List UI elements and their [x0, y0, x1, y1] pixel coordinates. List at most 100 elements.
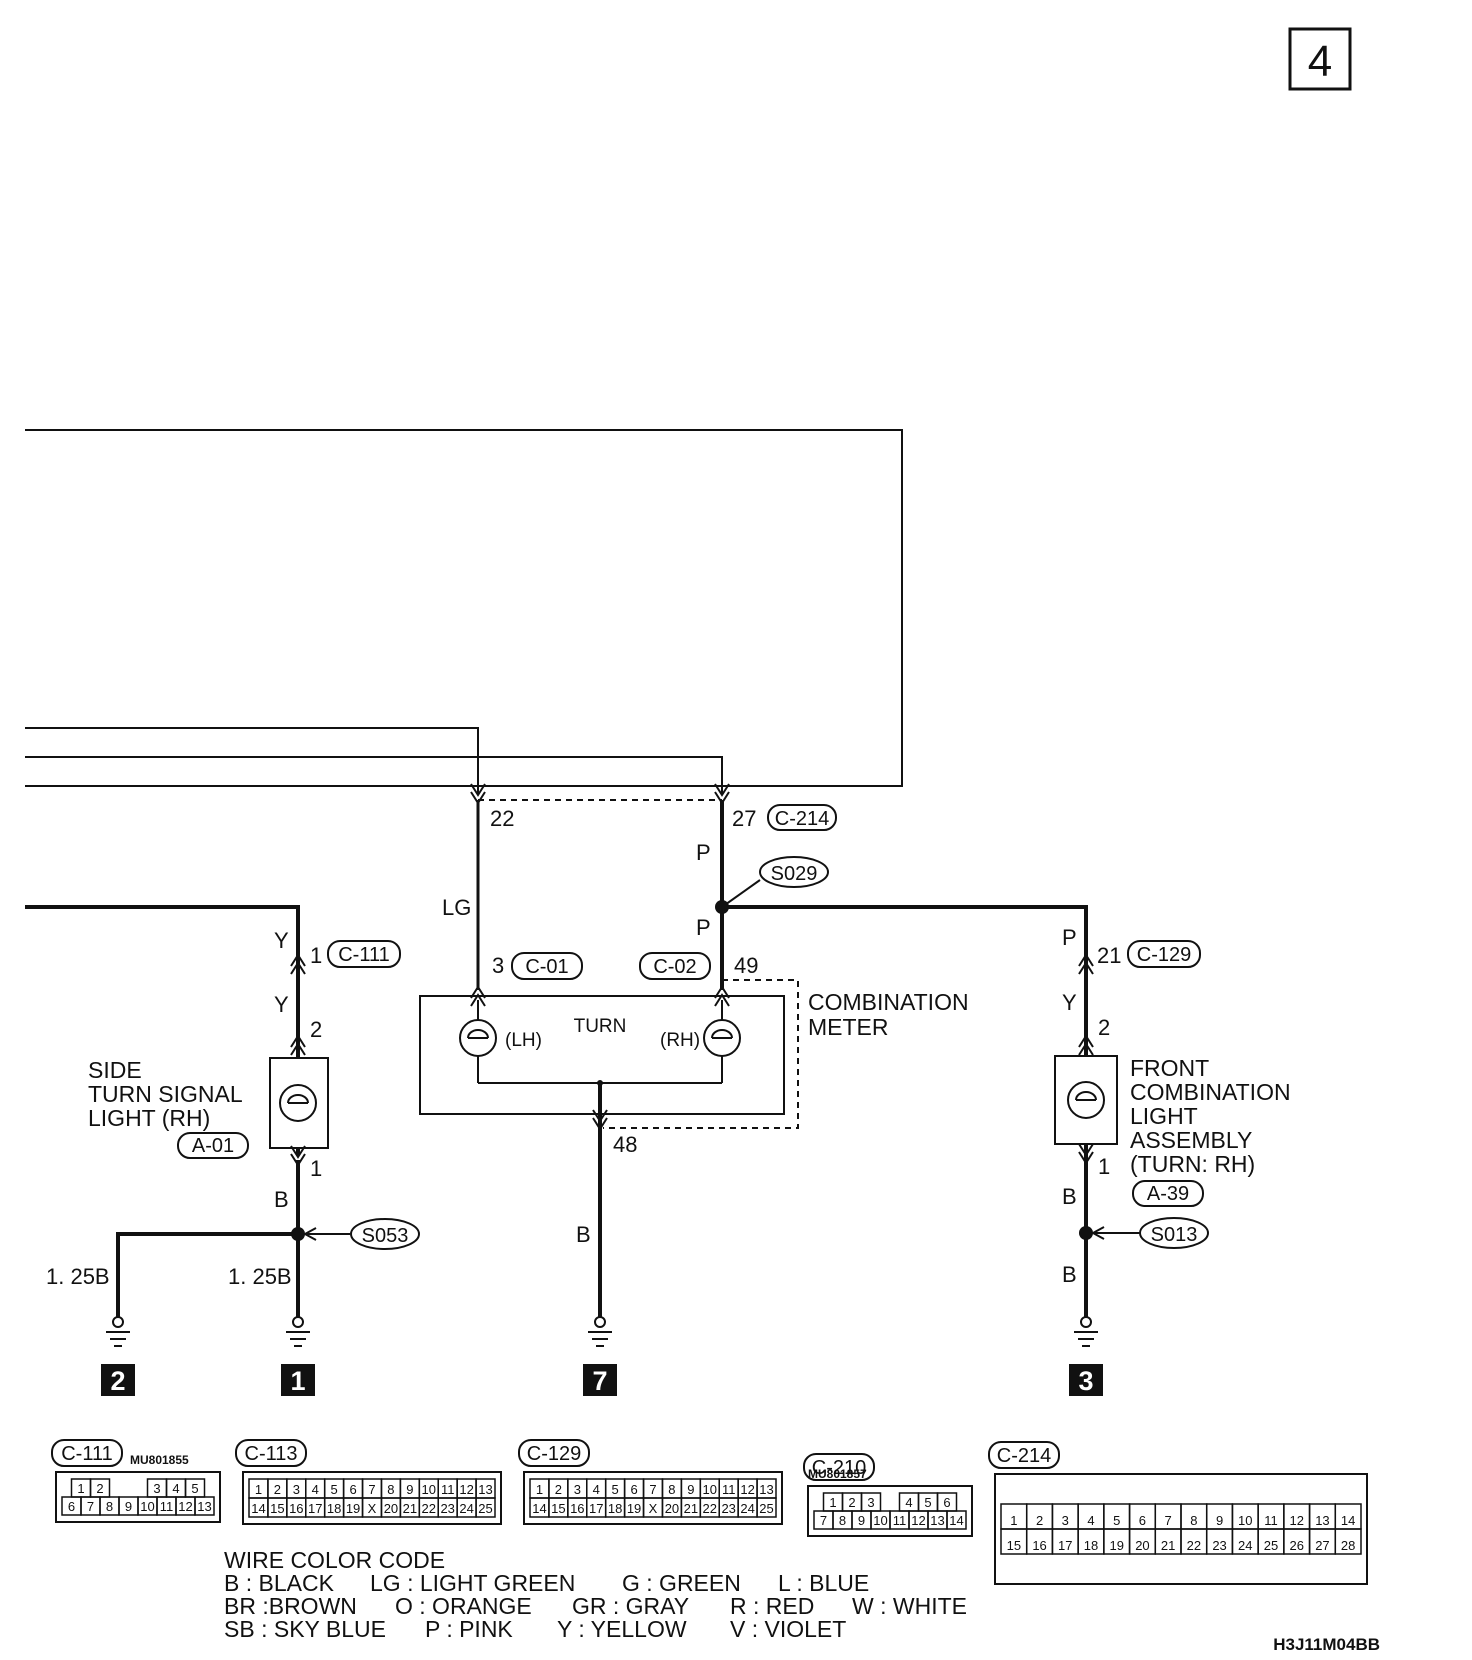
- ground-id-1: 1: [290, 1366, 305, 1396]
- legend-gr: GR : GRAY: [572, 1593, 689, 1619]
- connector-pin-number: 17: [1058, 1538, 1072, 1553]
- connector-id-box: [235, 1439, 307, 1467]
- connector-pin-number: 16: [570, 1501, 584, 1516]
- pin-side-1: 1: [310, 1156, 322, 1181]
- side-turn-label-2: TURN SIGNAL: [88, 1081, 243, 1107]
- a01-label: A-01: [192, 1135, 234, 1157]
- wire-125b-left: [116, 1232, 298, 1318]
- connector-pin-cell: [946, 1510, 967, 1530]
- document-code: H3J11M04BB: [1273, 1635, 1380, 1654]
- connector-pin-number: 25: [759, 1501, 773, 1516]
- connector-part-number: MU801857: [808, 1467, 867, 1481]
- ground-symbol-1: [286, 1316, 310, 1347]
- legend-title: WIRE COLOR CODE: [224, 1547, 445, 1573]
- connector-pin-number: 9: [687, 1482, 694, 1497]
- wire-loop-top: [25, 429, 903, 787]
- c214-label-box: [767, 804, 837, 831]
- legend-p: P : PINK: [425, 1616, 513, 1642]
- connector-pin-number: 3: [153, 1481, 160, 1496]
- connector-pin-number: 2: [555, 1482, 562, 1497]
- wire-color-p-front: P: [1062, 925, 1077, 950]
- pin-c111-1: 1: [310, 943, 322, 968]
- connector-pin-number: 14: [949, 1513, 963, 1528]
- connector-pin-number: 12: [911, 1513, 925, 1528]
- connector-pin-number: 5: [1113, 1513, 1120, 1528]
- wire-color-125b-left: 1. 25B: [46, 1264, 110, 1289]
- connector-pin-number: 2: [848, 1495, 855, 1510]
- legend-v: V : VIOLET: [730, 1616, 846, 1642]
- connector-pin-number: 4: [905, 1495, 912, 1510]
- connector-id: C-113: [245, 1443, 298, 1465]
- connector-pin-number: 21: [684, 1501, 698, 1516]
- connector-pin-number: 19: [1109, 1538, 1123, 1553]
- side-turn-lamp-filament: [287, 1094, 309, 1104]
- connector-pin-number: 7: [1165, 1513, 1172, 1528]
- wire-color-p-mid: P: [696, 915, 711, 940]
- ground-id-7: 7: [592, 1366, 607, 1396]
- connector-pin-cell: [756, 1497, 777, 1518]
- connector-pin-number: 1: [255, 1482, 262, 1497]
- pin-3: 3: [492, 953, 504, 978]
- splice-s029: S029: [771, 863, 818, 885]
- connector-pin-number: 18: [327, 1501, 341, 1516]
- c214-label: C-214: [775, 808, 829, 830]
- wire-color-legend: WIRE COLOR CODE B : BLACK LG : LIGHT GRE…: [224, 1547, 967, 1642]
- side-turn-label-1: SIDE: [88, 1057, 142, 1083]
- connector-pin-number: 6: [630, 1482, 637, 1497]
- pin-c129-21: 21: [1097, 943, 1121, 968]
- connector-pin-number: 11: [441, 1482, 455, 1497]
- front-label-2: COMBINATION: [1130, 1079, 1291, 1105]
- connector-pin-number: 10: [422, 1482, 436, 1497]
- connector-part-number: MU801855: [130, 1453, 189, 1467]
- wire-color-y-front: Y: [1062, 990, 1077, 1015]
- connector-pin-number: 15: [551, 1501, 565, 1516]
- connector-pin-number: 15: [270, 1501, 284, 1516]
- connector-pin-number: 4: [312, 1482, 319, 1497]
- connector-pin-number: 25: [478, 1501, 492, 1516]
- connector-pin-number: 21: [403, 1501, 417, 1516]
- wire-to-pin22: [25, 727, 479, 795]
- connector-pin-number: 16: [289, 1501, 303, 1516]
- connector-pin-number: 22: [422, 1501, 436, 1516]
- connector-pin-number: 14: [532, 1501, 546, 1516]
- ground-id-7-box: [583, 1364, 617, 1396]
- a39-label: A-39: [1147, 1183, 1189, 1205]
- connector-pin-number: 12: [740, 1482, 754, 1497]
- legend-l: L : BLUE: [778, 1570, 869, 1596]
- connector-pin-cell: [1334, 1528, 1362, 1555]
- connector-pin-number: 17: [589, 1501, 603, 1516]
- ground-id-3-box: [1069, 1364, 1103, 1396]
- connector-pin-number: 9: [406, 1482, 413, 1497]
- c01-label: C-01: [525, 956, 568, 978]
- connector-pin-number: 9: [125, 1499, 132, 1514]
- connector-pin-number: 19: [346, 1501, 360, 1516]
- front-label-5: (TURN: RH): [1130, 1151, 1255, 1177]
- connector-pin-number: 11: [160, 1499, 174, 1514]
- connector-pin-number: 8: [387, 1482, 394, 1497]
- legend-w: W : WHITE: [852, 1593, 967, 1619]
- c129-label: C-129: [1137, 944, 1191, 966]
- connector-pin-number: 20: [384, 1501, 398, 1516]
- connector-pin-number: 8: [839, 1513, 846, 1528]
- connector-pin-number: 21: [1161, 1538, 1175, 1553]
- splice-s029-oval: [759, 856, 829, 888]
- connector-pin-number: 23: [440, 1501, 454, 1516]
- connector-pin-number: 6: [1139, 1513, 1146, 1528]
- connector-pin-number: 27: [1315, 1538, 1329, 1553]
- connector-pin-number: 4: [172, 1481, 179, 1496]
- connector-pin-number: 25: [1264, 1538, 1278, 1553]
- legend-b: B : BLACK: [224, 1570, 335, 1596]
- connector-pin-number: 6: [943, 1495, 950, 1510]
- c02-label-box: [639, 952, 711, 980]
- pin2-side-arrow: [290, 1034, 306, 1056]
- combination-meter-label-1: COMBINATION: [808, 989, 969, 1015]
- connector-pin-number: 4: [593, 1482, 600, 1497]
- connector-id-box: [518, 1439, 590, 1467]
- lamp-rh-filament: [711, 1029, 733, 1039]
- c111-label: C-111: [338, 944, 390, 966]
- connector-pin-number: 13: [930, 1513, 944, 1528]
- connector-housing: [994, 1473, 1368, 1585]
